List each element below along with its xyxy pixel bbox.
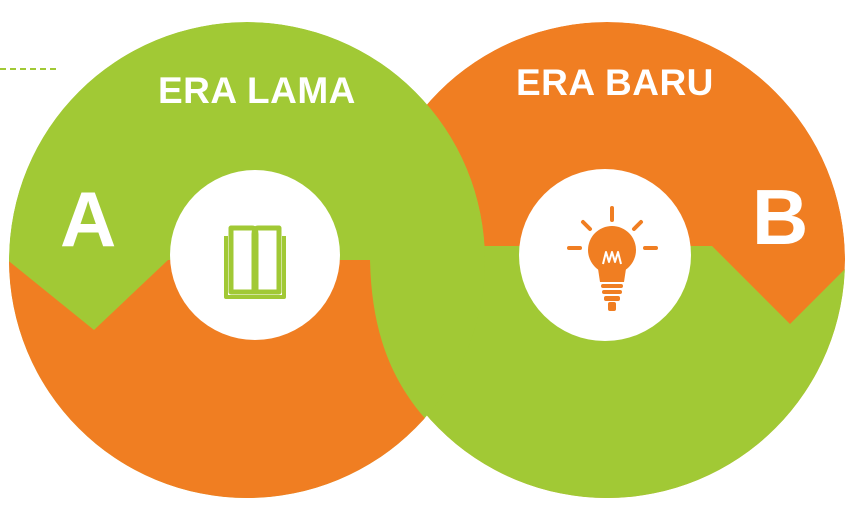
era-new-letter: B [752,173,809,261]
era-old-title: ERA LAMA [158,70,356,111]
open-book-icon [224,225,286,299]
era-old-circle [9,22,485,498]
era-new-title: ERA BARU [516,62,714,103]
era-old-orange-wave [9,254,485,498]
era-old-letter: A [60,175,117,263]
lightbulb-icon [567,206,658,311]
